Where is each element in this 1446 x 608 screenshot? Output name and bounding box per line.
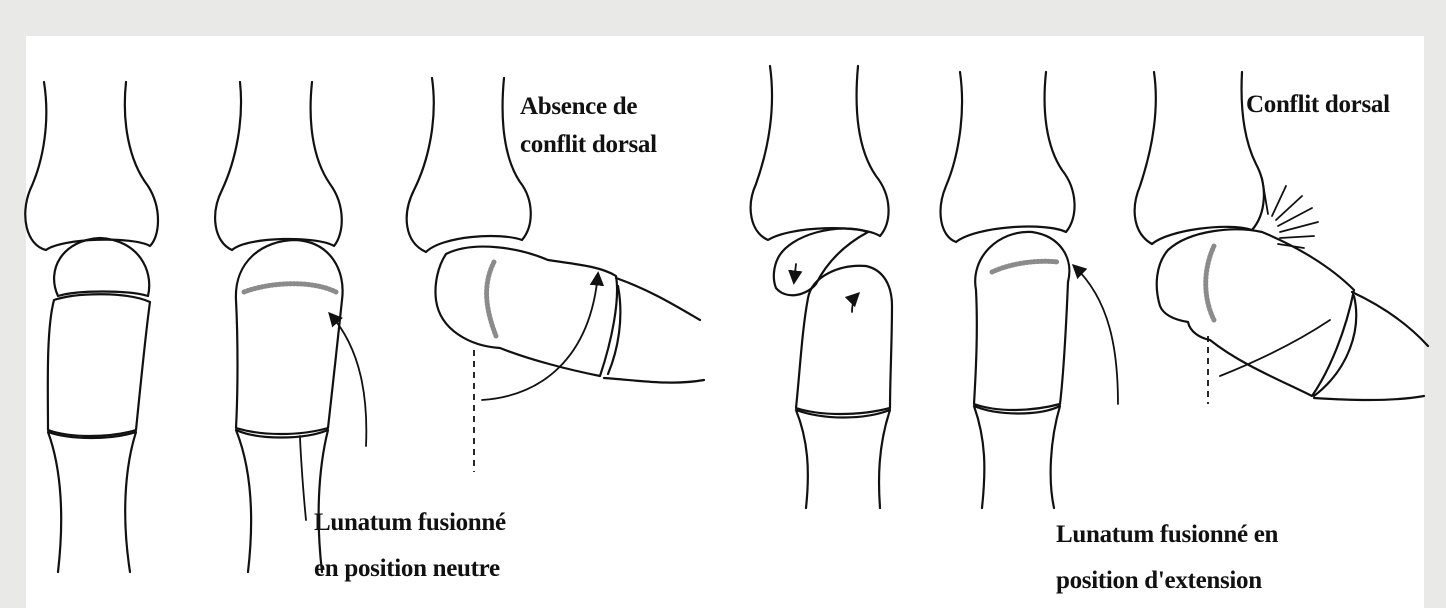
radius-bone (407, 78, 531, 252)
radius-bone (1135, 72, 1264, 244)
capitate-bone (48, 294, 150, 436)
label-conflit-dorsal: Conflit dorsal (1246, 86, 1390, 124)
motion-arrow (482, 274, 598, 400)
motion-arrow-line (1220, 320, 1330, 376)
fusion-stipple (487, 262, 496, 336)
radius-bone (215, 82, 342, 250)
figure-fused-extension (941, 72, 1118, 508)
label-line: en position neutre (314, 550, 506, 588)
metacarpal-bone (1314, 292, 1428, 400)
motion-arrow (330, 314, 366, 446)
radius-bone (25, 82, 158, 250)
fusion-stipple (992, 261, 1058, 272)
label-lunatum-extension: Lunatum fusionné en position d'extension (1056, 516, 1278, 600)
metacarpal-bone (974, 406, 1060, 508)
label-line: position d'extension (1056, 562, 1278, 600)
label-line: conflit dorsal (520, 126, 657, 164)
metacarpal-bone (604, 278, 704, 383)
radius-bone (751, 66, 889, 240)
rotation-arrow-down (794, 264, 796, 282)
impact-rays (1262, 178, 1318, 248)
lunate-bone (774, 228, 868, 295)
label-lunatum-neutre: Lunatum fusionné en position neutre (314, 504, 506, 588)
lunate-capitate-extended (435, 247, 617, 376)
label-line: Lunatum fusionné en (1056, 516, 1278, 554)
metacarpal-bone (48, 432, 136, 572)
rotation-arrow-up (852, 294, 858, 312)
label-line: Lunatum fusionné (314, 504, 506, 542)
label-line: Absence de (520, 88, 657, 126)
label-line: Conflit dorsal (1246, 86, 1390, 124)
fused-lunate-capitate (236, 240, 343, 434)
fused-lunate-extended (1157, 229, 1354, 396)
fusion-stipple (1206, 246, 1214, 320)
fusion-stipple (244, 284, 336, 292)
label-absence-conflit-dorsal: Absence de conflit dorsal (520, 88, 657, 164)
figure-fused-neutral (215, 82, 366, 572)
lunate-bone (54, 238, 149, 296)
metacarpal-bone (796, 410, 890, 508)
figure-normal-neutral (25, 82, 158, 572)
figure-rotation (751, 66, 892, 508)
motion-arrow (1074, 266, 1118, 404)
label-leader-line (300, 436, 306, 520)
radius-bone (941, 72, 1075, 242)
fused-lunate-capitate (974, 232, 1069, 410)
